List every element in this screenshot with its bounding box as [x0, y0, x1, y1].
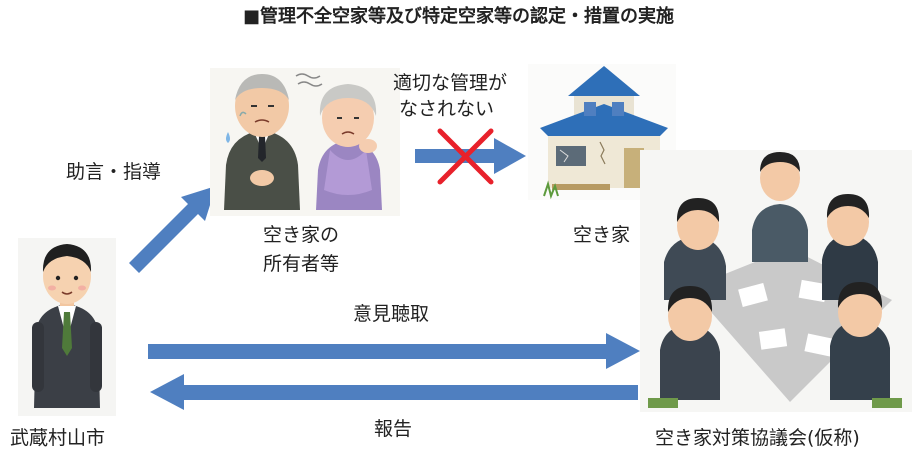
- cross-mark-icon: [437, 128, 494, 185]
- neglect-label-line2: なされない: [399, 98, 495, 120]
- neglect-label-line1: 適切な管理が: [393, 72, 508, 94]
- house-label: 空き家: [573, 224, 631, 246]
- advice-arrow: [129, 186, 216, 273]
- report-label: 報告: [374, 418, 413, 440]
- city-official-illustration: [18, 238, 116, 416]
- owners-illustration: [210, 68, 400, 216]
- owner-label-line1: 空き家の: [263, 224, 340, 246]
- diagram-title: ■管理不全空家等及び特定空家等の認定・措置の実施: [242, 6, 674, 27]
- council-meeting-illustration: [640, 150, 912, 412]
- city-label: 武蔵村山市: [10, 427, 106, 449]
- advice-label: 助言・指導: [66, 161, 162, 183]
- owner-label-line2: 所有者等: [263, 253, 340, 275]
- hearing-label: 意見聴取: [353, 303, 430, 325]
- report-arrow: [150, 374, 638, 410]
- hearing-arrow: [148, 333, 640, 369]
- council-label: 空き家対策協議会(仮称): [655, 427, 860, 449]
- neglect-arrow: [415, 138, 526, 174]
